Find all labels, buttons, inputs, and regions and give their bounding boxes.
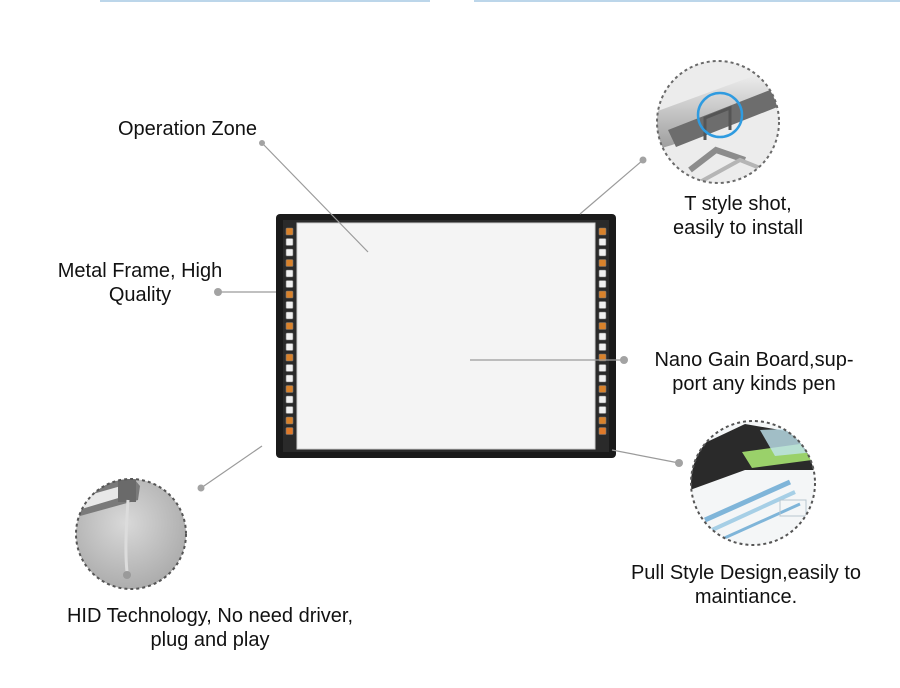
text-shortcut-icon <box>285 343 294 351</box>
pull-style-detail-image <box>690 420 816 546</box>
redo-shortcut-icon <box>285 269 294 278</box>
web-shortcut-icon <box>285 374 294 383</box>
zoom-shortcut-icon <box>598 311 607 320</box>
top-divider-right <box>474 0 900 2</box>
board-edge <box>296 222 596 450</box>
nano-gain-line-2: port any kinds pen <box>672 373 836 395</box>
screen-shortcut-icon <box>598 364 607 372</box>
metal-frame-label: Metal Frame, High Quality <box>40 259 240 307</box>
t-style-label: T style shot, easily to install <box>650 192 826 240</box>
pull-style-label: Pull Style Design,easily to maintiance. <box>604 561 888 609</box>
clear-shortcut-icon <box>285 395 294 404</box>
hid-dot <box>197 484 205 492</box>
redo-shortcut-icon <box>598 269 607 278</box>
page-shortcut-icon <box>285 280 294 288</box>
screen-shortcut-icon <box>285 364 294 372</box>
board-surface <box>297 223 595 449</box>
t-style-line-2: easily to install <box>672 217 804 239</box>
interactive-whiteboard <box>276 214 616 458</box>
t-style-leader <box>579 159 644 215</box>
pull-style-line-2: maintiance. <box>694 586 798 608</box>
metal-frame-line-2: Quality <box>108 284 172 306</box>
print-shortcut-icon <box>598 301 607 309</box>
operation-zone-line-1: Operation Zone <box>118 118 257 140</box>
pull-style-leader <box>611 449 680 464</box>
home-shortcut-icon <box>285 427 294 435</box>
hid-line-2: plug and play <box>150 629 270 651</box>
operation-zone-dot <box>259 140 265 146</box>
pull-style-line-1: Pull Style Design,easily to <box>630 562 862 584</box>
operation-zone-leader <box>261 142 369 253</box>
shape-shortcut-icon <box>285 332 294 341</box>
mouse-shortcut-icon <box>598 385 607 393</box>
pointer-shortcut-icon <box>598 248 607 257</box>
save-shortcut-icon <box>598 290 607 299</box>
eraser-shortcut-icon <box>598 238 607 246</box>
hid-label: HID Technology, No need driver, plug and… <box>30 604 390 652</box>
clear-shortcut-icon <box>598 395 607 404</box>
operation-zone-label: Operation Zone <box>118 117 257 141</box>
metal-frame-dot <box>214 288 222 296</box>
undo-shortcut-icon <box>598 259 607 267</box>
home-shortcut-icon <box>598 427 607 435</box>
zoom-shortcut-icon <box>285 311 294 320</box>
left-icon-strip <box>285 227 294 435</box>
menu-shortcut-icon <box>285 416 294 425</box>
eraser-shortcut-icon <box>285 238 294 246</box>
pointer-shortcut-icon <box>285 248 294 257</box>
t-style-dot <box>639 156 647 164</box>
color-shortcut-icon <box>598 322 607 330</box>
pull-style-dot <box>675 459 683 467</box>
text-shortcut-icon <box>598 343 607 351</box>
page-shortcut-icon <box>598 280 607 288</box>
nano-gain-label: Nano Gain Board,sup- port any kinds pen <box>630 348 878 396</box>
top-divider-left <box>100 0 430 2</box>
mouse-shortcut-icon <box>285 385 294 393</box>
print-shortcut-icon <box>285 301 294 309</box>
keyboard-shortcut-icon <box>598 353 607 362</box>
metal-frame-line-1: Metal Frame, High <box>57 260 223 282</box>
t-style-line-1: T style shot, <box>684 193 792 215</box>
color-shortcut-icon <box>285 322 294 330</box>
nano-gain-line-1: Nano Gain Board,sup- <box>654 349 854 371</box>
save-shortcut-icon <box>285 290 294 299</box>
shape-shortcut-icon <box>598 332 607 341</box>
close-shortcut-icon <box>285 406 294 414</box>
close-shortcut-icon <box>598 406 607 414</box>
keyboard-shortcut-icon <box>285 353 294 362</box>
web-shortcut-icon <box>598 374 607 383</box>
right-icon-strip <box>598 227 607 435</box>
undo-shortcut-icon <box>285 259 294 267</box>
hid-leader <box>200 445 263 489</box>
hid-detail-image <box>75 478 187 590</box>
pen-shortcut-icon <box>598 227 607 236</box>
hid-line-1: HID Technology, No need driver, <box>66 605 354 627</box>
t-style-detail-image <box>656 60 780 184</box>
pen-shortcut-icon <box>285 227 294 236</box>
menu-shortcut-icon <box>598 416 607 425</box>
nano-gain-dot <box>620 356 628 364</box>
